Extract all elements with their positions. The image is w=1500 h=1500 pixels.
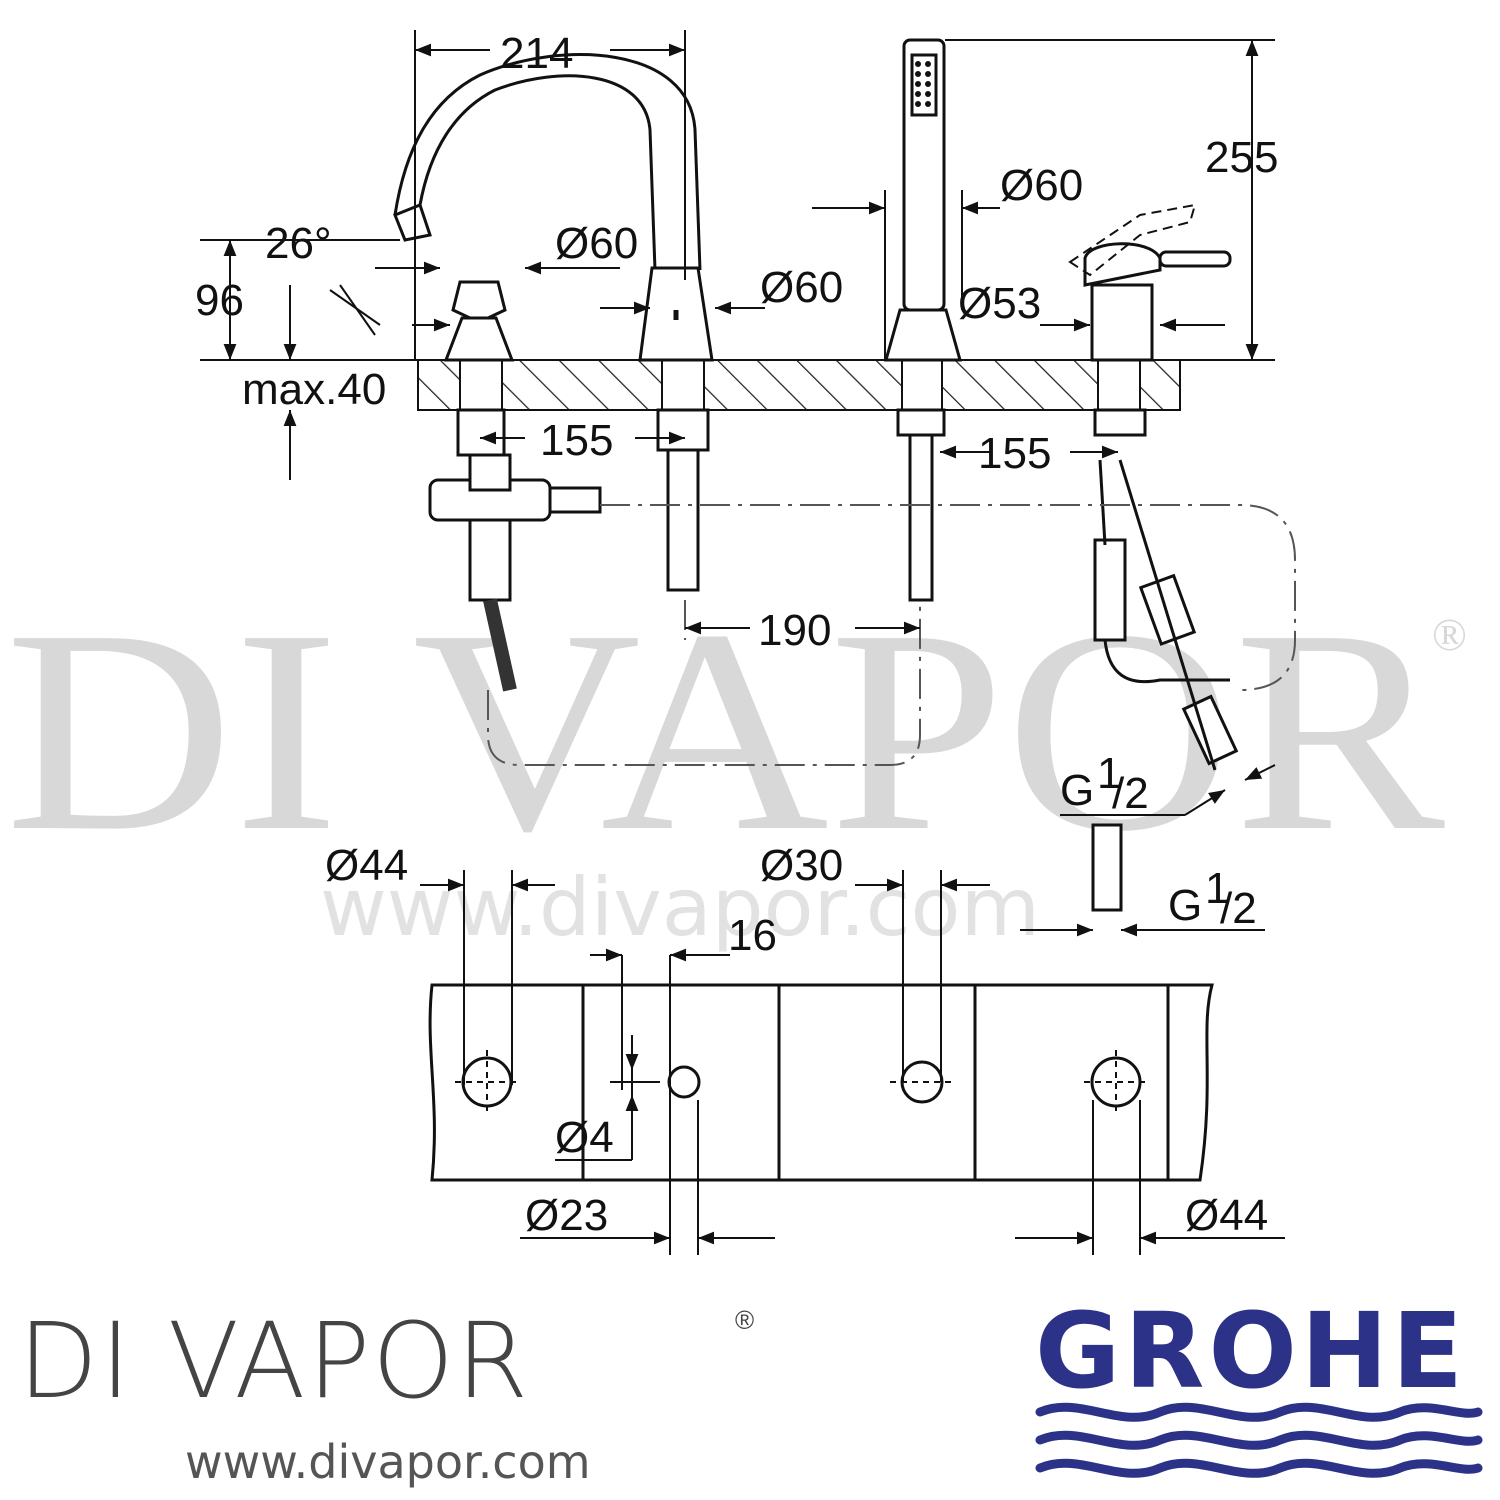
mounting-deck [417,359,1181,411]
dim-dia-53: Ø53 [958,279,1041,328]
watermark-brand: DI VAPOR [5,570,1447,891]
dim-hole-16: 16 [728,911,777,960]
footer-brand-url[interactable]: www.divapor.com [185,1435,591,1489]
dim-hole-44-b: Ø44 [1185,1191,1268,1240]
watermark-url: www.divapor.com [320,861,1040,954]
dim-dia-60-c: Ø60 [1000,161,1083,210]
grohe-wave-logo [1035,1402,1483,1478]
dim-spacing-155-b: 155 [978,429,1051,478]
watermark-registered: ® [1432,609,1467,660]
dim-dia-60-b: Ø60 [760,263,843,312]
dim-spacing-190: 190 [758,606,831,655]
svg-text:G: G [1060,766,1094,815]
svg-text:/2: /2 [1220,884,1257,933]
left-valve-handle [443,280,515,362]
dim-spout-reach: 214 [500,29,573,78]
dimension-lines [200,30,1276,937]
svg-text:G: G [1168,881,1202,930]
grohe-logo-text: GROHE [1035,1290,1467,1412]
dim-height-96: 96 [195,276,244,325]
dimension-labels: 214 255 26° 96 max.40 Ø60 Ø60 Ø60 Ø53 15… [195,29,1278,1240]
cutout-template [428,983,1214,1182]
dim-dia-60-a: Ø60 [555,219,638,268]
svg-text:/2: /2 [1112,769,1149,818]
dim-hole-30: Ø30 [760,841,843,890]
dim-thread-g-lower: G 1 /2 [1168,864,1257,933]
hose-centerlines [487,504,1296,766]
dim-spout-angle: 26° [265,219,332,268]
cutout-dimension-lines [420,870,1285,1255]
hand-shower [884,38,962,362]
dim-hole-44-a: Ø44 [325,841,408,890]
svg-text:1: 1 [1205,864,1229,913]
under-deck-fittings [428,408,1239,912]
dim-spacing-155-a: 155 [540,416,613,465]
footer-brand-registered: ® [735,1305,755,1335]
dim-handshower-height: 255 [1205,133,1278,182]
bath-spout [393,53,714,362]
mixer-lever [1068,203,1232,362]
svg-text:1: 1 [1097,749,1121,798]
footer-brand-name: DI VAPOR [18,1300,531,1422]
dim-hole-4: Ø4 [555,1113,614,1162]
dim-max-deck: max.40 [242,365,386,414]
dim-hole-23: Ø23 [525,1191,608,1240]
dim-thread-g-upper: G 1 /2 [1060,749,1149,818]
